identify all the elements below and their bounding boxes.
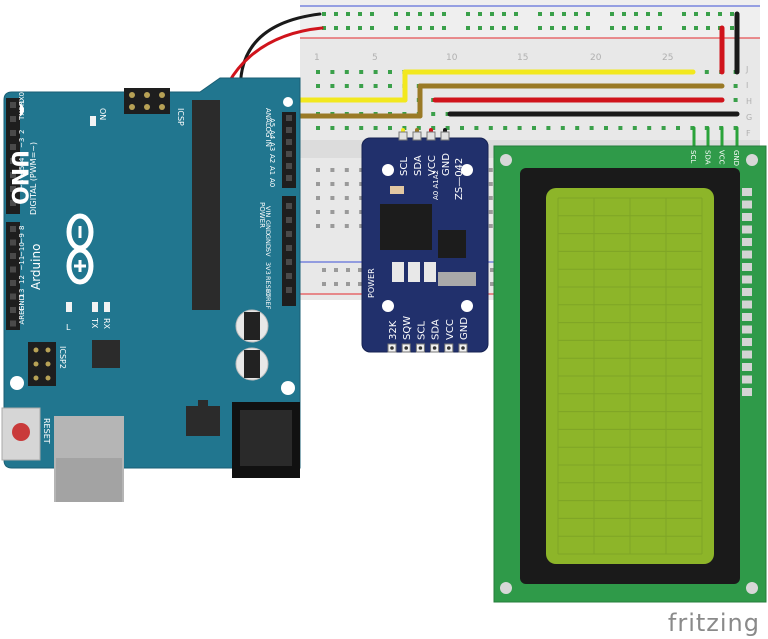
reset-label: RESET — [42, 418, 51, 444]
digital-pin-label: ~9 — [18, 233, 26, 243]
power-label: POWER — [258, 202, 266, 228]
digital-pin-label: ~6 — [18, 179, 26, 190]
lcd-pin-labels: SCL SDA VCC GND — [689, 150, 740, 166]
analog-in-label: ANALOG IN — [264, 108, 272, 147]
l-led-label: L — [66, 323, 71, 332]
power-pin-label: RESET — [264, 276, 272, 297]
icsp2-header — [28, 342, 56, 386]
atmega-chip — [192, 100, 220, 310]
icsp2-label: ICSP2 — [58, 346, 67, 369]
rtc-bottom-pin-label: VCC — [445, 319, 456, 340]
row-letter: I — [746, 81, 748, 90]
digital-pin-label: 7 — [18, 200, 26, 204]
arduino-infinity-logo — [66, 213, 94, 285]
on-label: ON — [98, 108, 107, 120]
lcd-char-grid — [557, 197, 703, 555]
analog-pin-label: A1 — [268, 166, 276, 175]
icsp-label: ICSP — [176, 108, 185, 126]
digital-pin-label: 2 — [18, 130, 26, 134]
lcd-side-pads — [742, 188, 752, 396]
rtc-top-pin-label: SCL — [399, 157, 410, 176]
rtc-top-pin-label: GND — [441, 153, 452, 176]
digital-pin-label: 4 — [18, 157, 26, 162]
digital-pin-label: ~11 — [18, 256, 26, 271]
arduino-name: Arduino — [29, 244, 43, 290]
row-letter: G — [746, 113, 752, 122]
rx-label: RX — [102, 318, 111, 330]
col-number: 25 — [662, 53, 673, 63]
digital-pin-label: GND — [18, 295, 26, 311]
analog-header — [282, 112, 296, 188]
analog-pin-label: A4 — [268, 130, 276, 140]
rtc-address-label: A0 A1A2 — [432, 170, 440, 200]
voltage-regulator — [186, 406, 220, 436]
power-pin-label: IOREF — [264, 290, 272, 310]
rtc-power-label: POWER — [367, 268, 376, 298]
rtc-bottom-pin-label: SQW — [402, 316, 413, 340]
power-pin-label: 3V3 — [264, 262, 272, 275]
digital-pin-label: TX0 1 — [18, 100, 26, 121]
eeprom-chip — [438, 230, 466, 258]
lcd-pin-label: GND — [732, 150, 740, 166]
col-number: 5 — [372, 53, 378, 63]
digital-pin-label: ~5 — [18, 166, 26, 176]
lcd-pin-label: SCL — [689, 150, 697, 163]
analog-pin-label: A2 — [268, 154, 276, 163]
analog-pin-label: A3 — [268, 142, 276, 151]
col-number: 20 — [590, 53, 602, 63]
digital-pin-label: 13 — [18, 289, 26, 298]
tx-label: TX — [90, 317, 99, 329]
power-pin-label: VIN — [264, 206, 272, 217]
rtc-top-pin-label: VCC — [427, 155, 438, 176]
col-number: 15 — [517, 53, 528, 63]
lcd-pin-label: VCC — [718, 150, 726, 165]
analog-pin-label: A5 — [268, 118, 276, 127]
col-number: 1 — [314, 53, 320, 63]
digital-label: DIGITAL (PWM=~) — [29, 142, 38, 215]
digital-pin-label: AREF — [18, 306, 26, 324]
lcd-20x4-display: SCL SDA VCC GND — [493, 145, 767, 603]
ds3231-chip — [380, 204, 432, 250]
digital-header-bottom — [6, 222, 20, 330]
top-power-rail-holes — [322, 12, 734, 30]
power-pin-label: GND — [264, 234, 272, 249]
digital-pin-label: ~3 — [18, 138, 26, 148]
lcd-pin-label: SDA — [703, 150, 711, 165]
row-letter: J — [745, 65, 748, 74]
digital-pin-label: ~10 — [18, 242, 26, 257]
fritzing-watermark: fritzing — [667, 609, 760, 637]
rtc-model: ZS—042 — [454, 158, 465, 200]
usb-chip — [92, 340, 120, 368]
digital-header-top — [6, 98, 20, 214]
digital-pin-label: 8 — [18, 226, 26, 230]
power-pin-label: 5V — [264, 248, 272, 257]
row-letter: F — [746, 129, 751, 138]
uno-logo: UNO — [6, 150, 31, 205]
power-pin-label: GND — [264, 220, 272, 235]
analog-pin-label: A0 — [268, 178, 276, 187]
col-number: 10 — [446, 53, 458, 63]
digital-pin-label: RX0 0 — [18, 85, 26, 106]
rtc-bottom-pin-label: SDA — [431, 319, 442, 340]
icsp-header — [124, 88, 170, 114]
digital-pin-label: 12 — [18, 275, 26, 284]
rtc-bottom-pin-label: GND — [459, 317, 470, 340]
rtc-bottom-pin-label: SCL — [416, 321, 427, 340]
row-letter: H — [746, 97, 752, 106]
rtc-bottom-pin-label: 32K — [388, 320, 399, 340]
rtc-top-pin-label: SDA — [413, 155, 424, 176]
